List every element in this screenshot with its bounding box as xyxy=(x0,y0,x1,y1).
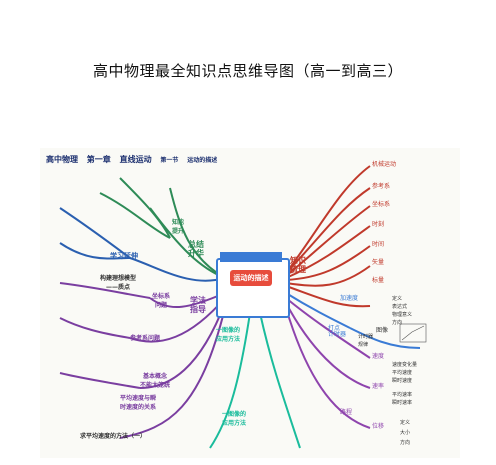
node-avg: 平均速度与瞬时速度的关系 xyxy=(120,395,157,411)
chapter-header: 高中物理 第一章 直线运动 第一节 运动的描述 xyxy=(46,155,218,164)
node-learning: 学习延伸 xyxy=(110,252,138,260)
right-node: 图像 xyxy=(376,327,389,334)
right-small-label: 定义 xyxy=(400,420,411,426)
right-node: 位移 xyxy=(372,423,385,430)
right-small-label: 规律 xyxy=(358,342,369,348)
right-small-label: 计时器 xyxy=(358,334,374,340)
center-node: 运动的描述 xyxy=(216,250,290,318)
right-small-label: 表达式 xyxy=(392,304,408,310)
right-small-label: 方向 xyxy=(400,440,411,446)
node-modeling: 构建理想模型——质点 xyxy=(100,275,137,291)
right-node: 时间 xyxy=(372,241,385,248)
node-ref: 参考系问题 xyxy=(130,335,161,342)
node-knowledge: 知识梳理 xyxy=(290,256,306,274)
node-avg2: 求平均速度的方法（一） xyxy=(80,433,147,440)
graph-thumbnail xyxy=(399,323,427,343)
right-small-label: 物理意义 xyxy=(392,312,413,318)
right-small-label: 方向 xyxy=(392,320,403,326)
node-knowledge-up: 知能提升 xyxy=(172,219,185,235)
center-label: 运动的描述 xyxy=(230,270,272,286)
right-node: 打点计时器 xyxy=(328,325,347,338)
right-small-label: 定义 xyxy=(392,296,403,302)
right-node: 坐标系 xyxy=(372,201,391,208)
node-summary: 总结升华 xyxy=(188,240,204,258)
mind-map-branches xyxy=(59,165,427,449)
node-graph2: 一图像的应用方法 xyxy=(222,411,247,427)
node-graph: 一图像的应用方法 xyxy=(216,327,241,343)
right-small-label: 大小 xyxy=(400,430,411,436)
right-small-label: 平均速率 xyxy=(392,392,413,398)
right-node: 矢量 xyxy=(372,259,385,266)
right-node: 参考系 xyxy=(372,183,391,190)
node-coord: 坐标系问题 xyxy=(152,293,171,309)
right-small-label: 速度变化量 xyxy=(392,362,418,368)
right-small-label: 瞬时速度 xyxy=(392,378,413,384)
right-node: 加速度 xyxy=(340,295,359,302)
right-node: 速度 xyxy=(372,353,385,360)
page-title: 高中物理最全知识点思维导图（高一到高三） xyxy=(92,62,403,80)
right-node: 路程 xyxy=(340,409,353,416)
mind-map: 高中物理 第一章 直线运动 第一节 运动的描述 运动的描述 总结升华 知识梳理 … xyxy=(40,148,460,458)
right-node: 速率 xyxy=(372,383,385,390)
node-method: 学法指导 xyxy=(190,296,206,314)
right-node: 标量 xyxy=(372,277,385,284)
node-basic: 基本概念不能太笼统 xyxy=(140,373,171,389)
right-node: 时刻 xyxy=(372,221,385,228)
right-small-label: 瞬时速率 xyxy=(392,400,413,406)
right-small-label: 平均速度 xyxy=(392,370,413,376)
right-node: 机械运动 xyxy=(372,161,397,168)
